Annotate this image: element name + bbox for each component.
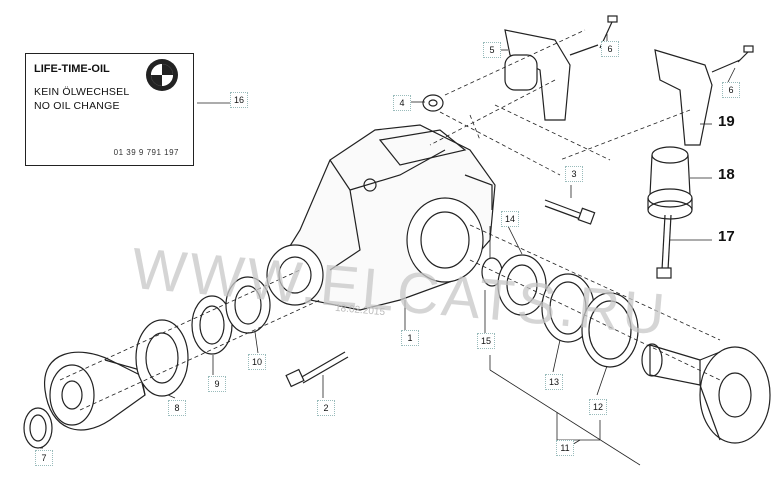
- label-card-part-number: 01 39 9 791 197: [113, 148, 179, 157]
- mount-bracket-19: [654, 49, 741, 146]
- label-card-line-1: KEIN ÖLWECHSEL: [34, 86, 130, 98]
- callout-10[interactable]: 10: [248, 354, 266, 370]
- callout-11[interactable]: 11: [556, 440, 574, 456]
- callout-9[interactable]: 9: [208, 376, 226, 392]
- differential-housing: [266, 124, 496, 311]
- callout-2[interactable]: 2: [317, 400, 335, 416]
- callout-5[interactable]: 5: [483, 42, 501, 58]
- bolt-17: [656, 214, 672, 279]
- callout-6b[interactable]: 6: [722, 82, 740, 98]
- rubber-bushing-18: [647, 146, 693, 220]
- mount-bracket-5: [504, 29, 599, 121]
- callout-6a[interactable]: 6: [601, 41, 619, 57]
- leader-lines: [40, 29, 736, 466]
- bmw-logo-icon: [146, 59, 178, 91]
- nut-4: [422, 94, 444, 112]
- callout-13[interactable]: 13: [545, 374, 563, 390]
- callout-3[interactable]: 3: [565, 166, 583, 182]
- seal-set-right: [481, 254, 639, 368]
- output-flange-left: [23, 351, 146, 449]
- callout-14[interactable]: 14: [501, 211, 519, 227]
- output-flange-right: [641, 343, 771, 444]
- callout-16[interactable]: 16: [230, 92, 248, 108]
- callout-1[interactable]: 1: [401, 330, 419, 346]
- callout-4[interactable]: 4: [393, 95, 411, 111]
- bolt-3: [544, 199, 596, 225]
- callout-8[interactable]: 8: [168, 400, 186, 416]
- callout-15[interactable]: 15: [477, 333, 495, 349]
- bolt-2: [285, 351, 349, 388]
- callout-7[interactable]: 7: [35, 450, 53, 466]
- callout-19[interactable]: 19: [718, 113, 735, 130]
- callout-12[interactable]: 12: [589, 399, 607, 415]
- screw-6: [599, 15, 754, 63]
- callout-17[interactable]: 17: [718, 228, 735, 245]
- oil-label-card: LIFE-TIME-OIL KEIN ÖLWECHSEL NO OIL CHAN…: [25, 53, 194, 166]
- label-card-line-2: NO OIL CHANGE: [34, 100, 120, 112]
- callout-18[interactable]: 18: [718, 166, 735, 183]
- label-card-title: LIFE-TIME-OIL: [34, 63, 110, 75]
